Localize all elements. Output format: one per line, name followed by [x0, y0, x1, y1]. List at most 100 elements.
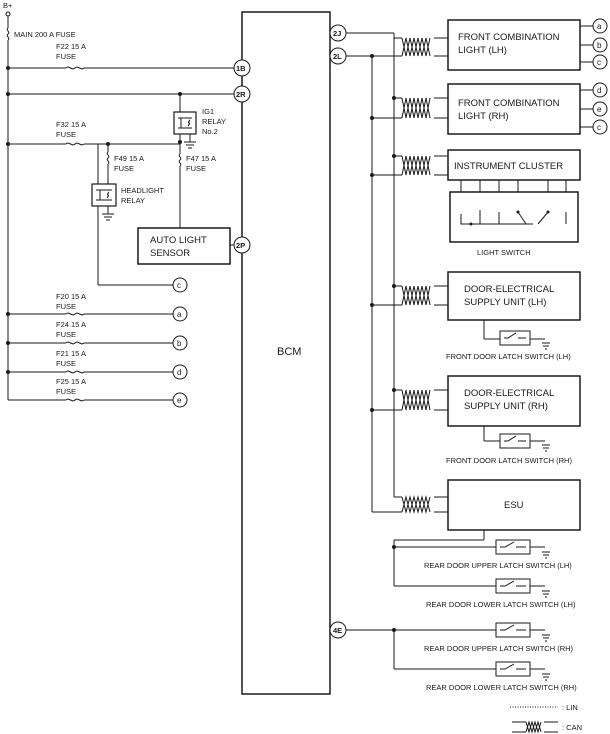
- esu-label: ESU: [504, 500, 524, 511]
- front-door-latch-switch-lh-label: FRONT DOOR LATCH SWITCH (LH): [446, 352, 571, 361]
- headlight-relay-label-1: HEADLIGHT: [121, 186, 164, 195]
- front-door-latch-switch-lh: [499, 330, 531, 346]
- ig1-relay-label-3: No.2: [202, 127, 218, 136]
- f24-label: F24 15 A: [56, 320, 86, 329]
- can-twist-front-rh: [401, 97, 431, 119]
- f32-label: F32 15 A: [56, 120, 86, 129]
- auto-light-sensor-label-2: SENSOR: [150, 248, 190, 259]
- f25-fuse-label: FUSE: [56, 387, 76, 396]
- svg-text:DOOR-ELECTRICAL: DOOR-ELECTRICAL: [464, 388, 554, 399]
- svg-text:2L: 2L: [333, 52, 342, 61]
- door-electrical-supply-unit-rh: [447, 375, 581, 427]
- ig1-relay-label-1: IG1: [202, 107, 214, 116]
- can-twist-door-lh: [401, 285, 431, 306]
- svg-text:b: b: [597, 41, 602, 50]
- f22-fuse-symbol: [65, 66, 85, 70]
- main-fuse-symbol: [6, 27, 10, 41]
- legend-can-twist: [525, 720, 542, 734]
- svg-text:INSTRUMENT CLUSTER: INSTRUMENT CLUSTER: [454, 161, 563, 172]
- main-fuse-label: MAIN 200 A FUSE: [14, 30, 76, 39]
- f20-fuse-symbol: [65, 312, 85, 316]
- f32-fuse-symbol: [65, 142, 85, 146]
- front-door-latch-switch-rh-label: FRONT DOOR LATCH SWITCH (RH): [446, 456, 572, 465]
- auto-light-sensor: [137, 227, 231, 265]
- bcm-module: [241, 11, 331, 695]
- svg-text:e: e: [597, 105, 602, 114]
- f24-fuse-symbol: [65, 341, 85, 345]
- f21-fuse-symbol: [65, 370, 85, 374]
- auto-light-sensor-label-1: AUTO LIGHT: [150, 235, 207, 246]
- bcm-label: BCM: [277, 346, 301, 358]
- rear-door-upper-latch-switch-lh-label: REAR DOOR UPPER LATCH SWITCH (LH): [424, 561, 572, 570]
- f49-fuse-label: FUSE: [114, 164, 134, 173]
- light-switch: [449, 191, 579, 243]
- svg-text:e: e: [177, 396, 182, 405]
- f49-label: F49 15 A: [114, 154, 144, 163]
- connector-b-right: [592, 37, 608, 53]
- svg-text:SUPPLY UNIT (RH): SUPPLY UNIT (RH): [464, 401, 548, 412]
- front-combination-light-rh: [447, 83, 581, 135]
- legend-can-label: : CAN: [562, 723, 582, 732]
- svg-text:SUPPLY UNIT (LH): SUPPLY UNIT (LH): [464, 297, 546, 308]
- headlight-relay: [91, 183, 117, 207]
- svg-text:1B: 1B: [236, 64, 246, 73]
- esu-module: [447, 479, 581, 531]
- b-plus-terminal: [5, 11, 11, 17]
- ig1-relay-label-2: RELAY: [202, 117, 226, 126]
- rear-door-lower-latch-switch-lh-label: REAR DOOR LOWER LATCH SWITCH (LH): [426, 600, 576, 609]
- rear-door-upper-latch-switch-rh-label: REAR DOOR UPPER LATCH SWITCH (RH): [424, 644, 574, 653]
- f24-fuse-label: FUSE: [56, 330, 76, 339]
- svg-text:LIGHT (RH): LIGHT (RH): [458, 111, 509, 122]
- ig1-relay: [173, 111, 197, 135]
- door-electrical-supply-unit-lh: [447, 271, 581, 321]
- can-twist-front-lh: [401, 37, 431, 57]
- svg-text:a: a: [177, 310, 182, 319]
- can-twist-door-rh: [401, 389, 431, 411]
- can-twist-cluster: [401, 155, 431, 176]
- can-twist-esu: [401, 495, 431, 514]
- rear-door-lower-latch-switch-rh-label: REAR DOOR LOWER LATCH SWITCH (RH): [426, 683, 577, 692]
- connector-e-right: [592, 101, 608, 117]
- svg-text:d: d: [597, 86, 601, 95]
- svg-text:c: c: [597, 123, 601, 132]
- svg-text:c: c: [597, 58, 601, 67]
- headlight-ground-icon: [102, 213, 114, 221]
- connector-c-right-2: [592, 119, 608, 135]
- f47-label: F47 15 A: [186, 154, 216, 163]
- connector-a-right: [592, 18, 608, 34]
- f22-fuse-label: FUSE: [56, 52, 76, 61]
- connector-c-left: [172, 277, 188, 293]
- connector-a-left: [172, 306, 188, 322]
- f47-fuse-label: FUSE: [186, 164, 206, 173]
- b-plus-label: B+: [3, 1, 13, 10]
- f20-fuse-label: FUSE: [56, 302, 76, 311]
- f49-fuse-symbol: [106, 151, 110, 165]
- f21-label: F21 15 A: [56, 349, 86, 358]
- f21-fuse-label: FUSE: [56, 359, 76, 368]
- connector-c-right-1: [592, 54, 608, 70]
- svg-text:a: a: [597, 22, 602, 31]
- pin-2p: [233, 236, 251, 254]
- f22-label: F22 15 A: [56, 42, 86, 51]
- connector-e-left: [172, 392, 188, 408]
- f20-label: F20 15 A: [56, 292, 86, 301]
- instrument-cluster: [447, 149, 581, 181]
- svg-text:FRONT COMBINATION: FRONT COMBINATION: [458, 32, 560, 43]
- front-combination-light-lh: [447, 19, 581, 71]
- svg-text:2R: 2R: [236, 90, 246, 99]
- f25-fuse-symbol: [65, 398, 85, 402]
- f32-fuse-label: FUSE: [56, 130, 76, 139]
- svg-text:d: d: [177, 368, 181, 377]
- ig1-ground-icon: [184, 141, 196, 149]
- f25-label: F25 15 A: [56, 377, 86, 386]
- f47-fuse-symbol: [178, 153, 182, 167]
- svg-text:2P: 2P: [236, 241, 245, 250]
- pin-1b: [233, 59, 251, 77]
- legend-lin-label: : LIN: [562, 703, 578, 712]
- svg-text:FRONT COMBINATION: FRONT COMBINATION: [458, 98, 560, 109]
- svg-text:LIGHT (LH): LIGHT (LH): [458, 45, 507, 56]
- svg-text:DOOR-ELECTRICAL: DOOR-ELECTRICAL: [464, 284, 554, 295]
- connector-d-right: [592, 82, 608, 98]
- svg-text:b: b: [177, 339, 182, 348]
